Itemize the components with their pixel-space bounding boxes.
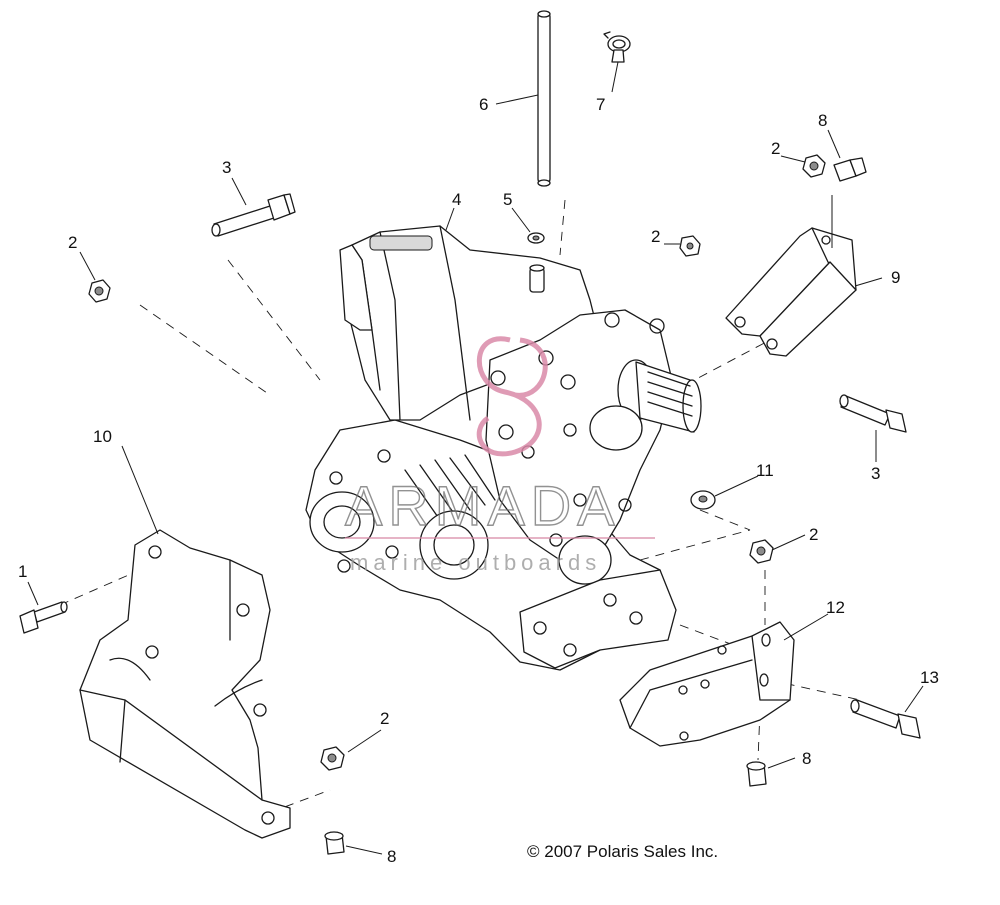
callout-10: 10	[93, 427, 112, 446]
callout-8: 8	[387, 847, 396, 866]
callout-6: 6	[479, 95, 488, 114]
nut-right	[749, 539, 774, 564]
callout-11: 11	[756, 461, 774, 480]
left-mount-bracket	[79, 529, 291, 839]
callout-5: 5	[503, 190, 512, 209]
upper-bracket	[725, 227, 857, 357]
callout-2: 2	[380, 709, 389, 728]
bolt-right	[839, 394, 907, 433]
callout-3: 3	[222, 158, 231, 177]
watermark-logo-icon	[476, 336, 548, 457]
callout-2: 2	[809, 525, 818, 544]
callout-2: 2	[771, 139, 780, 158]
callout-7: 7	[596, 95, 605, 114]
callout-8: 8	[802, 749, 811, 768]
callout-12: 12	[826, 598, 845, 617]
small-clip	[527, 232, 545, 244]
hose-clamp	[603, 31, 631, 63]
callout-4: 4	[452, 190, 461, 209]
nut-center-right	[679, 235, 701, 257]
callout-13: 13	[920, 668, 939, 687]
vent-tube	[537, 10, 551, 187]
nut-upper-left	[88, 279, 111, 303]
bolt-left	[19, 601, 68, 634]
callout-2: 2	[68, 233, 77, 252]
nut-top-right	[802, 154, 826, 178]
short-bolt-top	[833, 157, 867, 182]
transmission-assembly	[305, 225, 702, 671]
nut-bottom	[320, 746, 345, 771]
callout-leaders	[27, 61, 924, 855]
callout-9: 9	[891, 268, 900, 287]
callout-8: 8	[818, 111, 827, 130]
watermark-tagline: marine outboards	[350, 550, 601, 575]
watermark-brand: ARMADA	[345, 474, 621, 537]
lower-mount-bracket	[619, 621, 795, 747]
short-bolt-bottom	[324, 831, 345, 855]
copyright-notice: © 2007 Polaris Sales Inc.	[527, 842, 718, 861]
watermark: ARMADA marine outboards	[344, 336, 655, 575]
flange-nut	[690, 490, 716, 510]
bolt-upper-left	[211, 193, 296, 237]
callout-3: 3	[871, 464, 880, 483]
callout-1: 1	[18, 562, 27, 581]
short-bolt-right	[746, 761, 767, 787]
callout-2: 2	[651, 227, 660, 246]
callout-numbers: 1 2 2 2 2 2 3 3 4 5 6 7 8 8 8 9 10 11 12…	[18, 95, 939, 866]
long-bolt	[850, 699, 921, 739]
